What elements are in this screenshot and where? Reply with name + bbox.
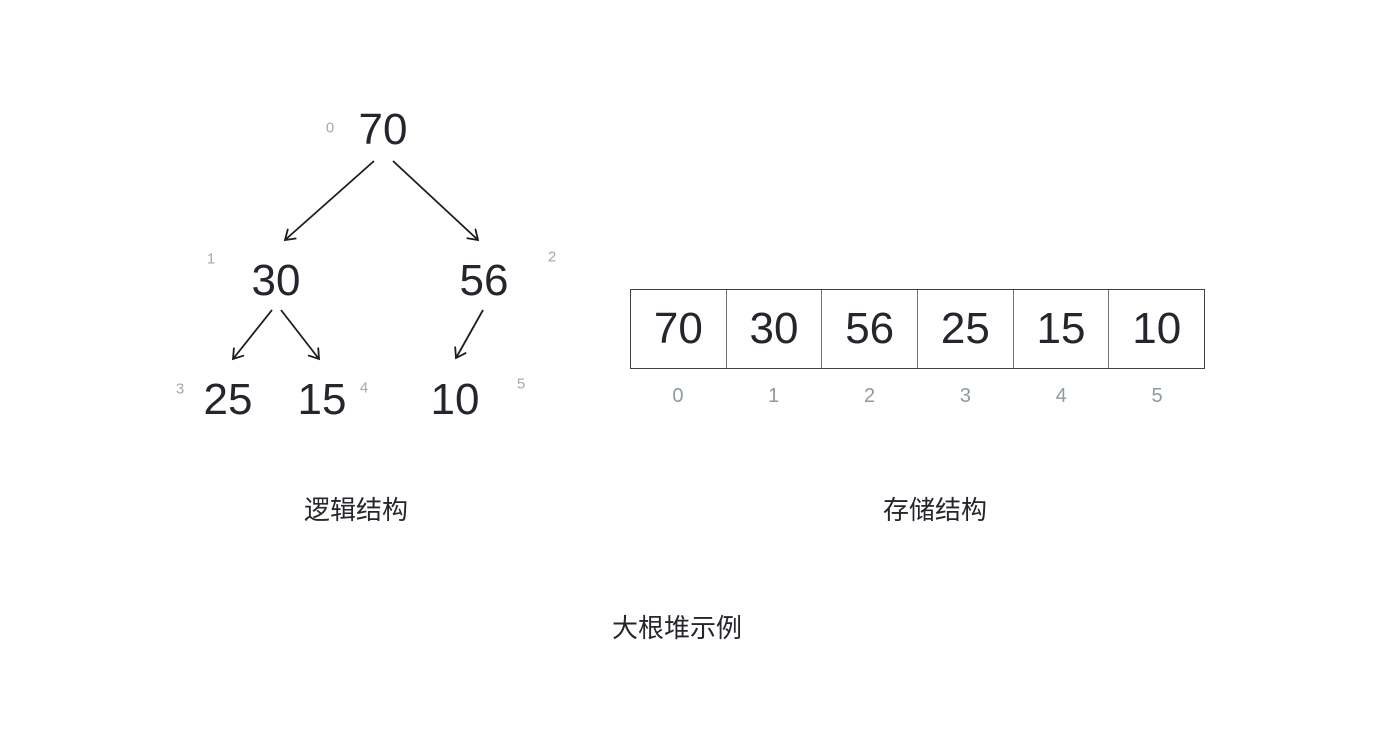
tree-node-15: 15 (297, 375, 347, 424)
edge-56-10 (454, 309, 484, 360)
array-index-3: 3 (959, 385, 971, 407)
tree-node-56: 56 (459, 256, 509, 305)
tree-index-3: 3 (175, 380, 185, 398)
heap-array: 70 30 56 25 15 10 (630, 289, 1205, 369)
tree-index-0: 0 (325, 119, 335, 137)
tree-node-70: 70 (358, 105, 408, 154)
edge-70-30 (283, 160, 375, 242)
tree-index-5: 5 (516, 375, 526, 393)
heap-array-indices: 0 1 2 3 4 5 (630, 386, 1205, 406)
edge-30-25 (231, 309, 273, 361)
caption-storage-structure: 存储结构 (882, 495, 988, 525)
array-index-5: 5 (1151, 385, 1163, 407)
tree-node-25: 25 (203, 375, 253, 424)
array-index-2: 2 (864, 385, 876, 407)
caption-logical-structure: 逻辑结构 (303, 495, 409, 525)
tree-index-1: 1 (206, 250, 216, 268)
array-cell-3: 25 (918, 290, 1014, 368)
array-index-1: 1 (768, 385, 780, 407)
tree-node-10: 10 (430, 375, 480, 424)
array-cell-2: 56 (822, 290, 919, 368)
tree-node-30: 30 (251, 256, 301, 305)
edge-70-56 (392, 160, 480, 242)
tree-index-2: 2 (547, 248, 557, 266)
array-cell-5: 10 (1132, 304, 1182, 353)
array-cell-4: 15 (1014, 290, 1110, 368)
array-index-0: 0 (672, 385, 684, 407)
array-cell-1: 30 (727, 290, 823, 368)
array-cell-0: 70 (631, 290, 727, 368)
diagram-title: 大根堆示例 (611, 613, 743, 643)
tree-index-4: 4 (359, 379, 369, 397)
array-index-4: 4 (1055, 385, 1067, 407)
edge-30-15 (280, 309, 320, 361)
